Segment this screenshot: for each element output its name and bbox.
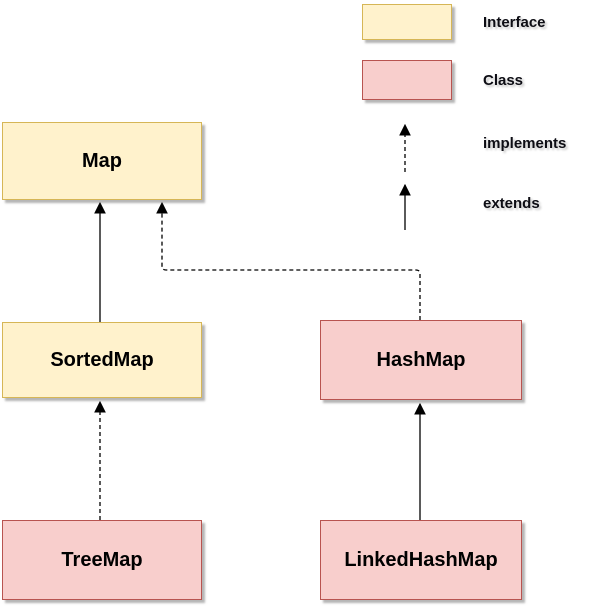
legend-label-interface: Interface: [483, 14, 546, 31]
legend-interface-swatch: [362, 4, 452, 40]
edge-hashmap-implements-map: [156, 201, 421, 320]
node-sortedmap: SortedMap: [2, 322, 202, 398]
node-sortedmap-label: SortedMap: [50, 348, 154, 371]
legend-label-implements: implements: [483, 135, 567, 152]
legend-class-swatch: [362, 60, 452, 100]
node-linkedhashmap-label: LinkedHashMap: [344, 548, 498, 571]
node-map: Map: [2, 122, 202, 200]
node-treemap-label: TreeMap: [61, 548, 143, 571]
node-hashmap: HashMap: [320, 320, 522, 400]
legend-label-class: Class: [483, 72, 524, 89]
legend-label-extends: extends: [483, 195, 540, 212]
node-hashmap-label: HashMap: [376, 348, 466, 371]
node-treemap: TreeMap: [2, 520, 202, 600]
node-map-label: Map: [82, 149, 122, 172]
node-linkedhashmap: LinkedHashMap: [320, 520, 522, 600]
